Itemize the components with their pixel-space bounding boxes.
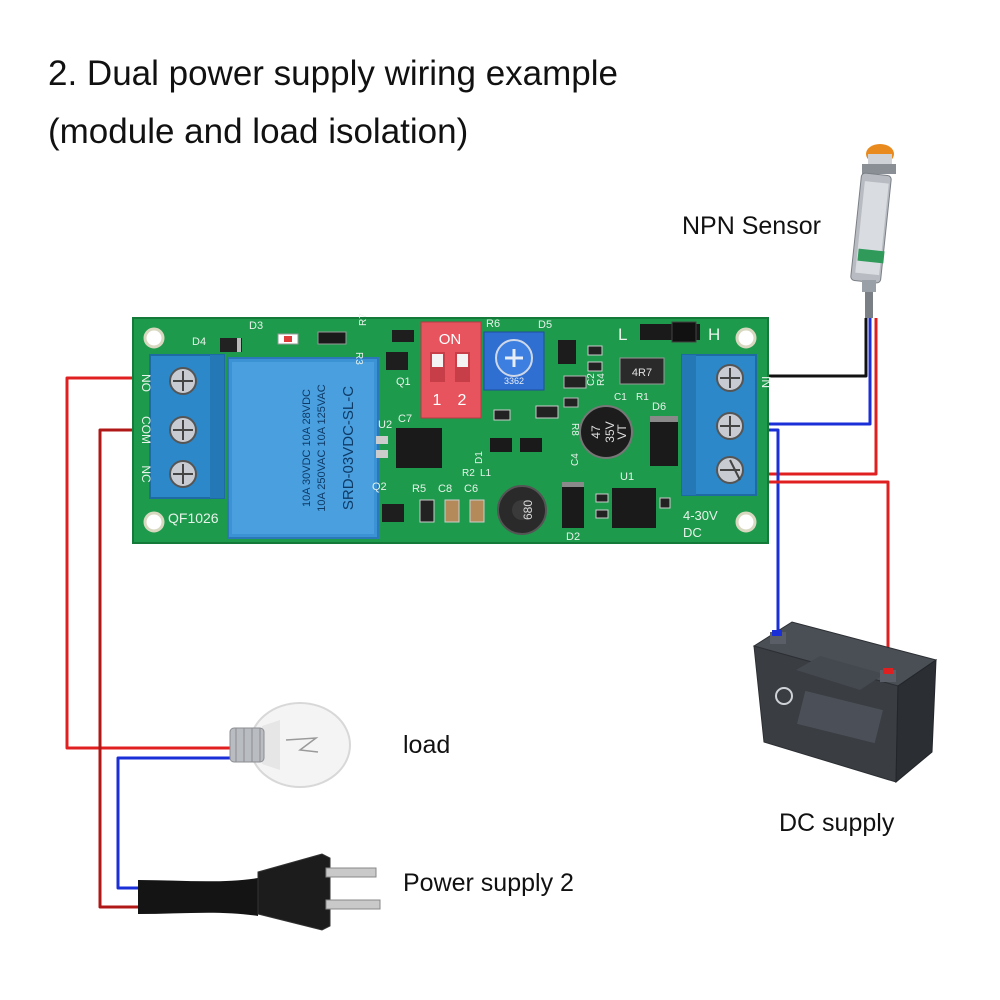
electrolytic-capacitor: 47 35V VT <box>579 405 633 459</box>
ref-c7: C7 <box>398 413 412 425</box>
ref-r3: R3 <box>353 352 364 365</box>
jumper-label-h: H <box>708 325 720 344</box>
ref-c6: C6 <box>464 483 478 495</box>
relay-module-board: NO COM NC QF1026 SRD-03VDC-SL-C 10A 250V… <box>132 313 773 544</box>
ref-c2: C2 <box>586 373 597 386</box>
inductor: 680 <box>497 485 547 535</box>
mount-hole <box>735 511 757 533</box>
terminal-label-com: COM <box>139 416 153 444</box>
cap-value: 47 <box>589 425 603 439</box>
relay-rating-1: 10A 250VAC 10A 125VAC <box>316 384 328 511</box>
ref-d2: D2 <box>566 531 580 543</box>
ref-u2: U2 <box>378 419 392 431</box>
mount-hole <box>143 511 165 533</box>
plug-icon <box>138 853 381 931</box>
ref-d1: D1 <box>474 451 485 464</box>
sensor-label: NPN Sensor <box>682 212 821 240</box>
ref-d6: D6 <box>652 401 666 413</box>
wire-sensor-red <box>738 318 878 476</box>
wire-load-to-plug <box>116 756 232 890</box>
wire-sensor-blue <box>738 318 872 426</box>
terminal-label-no: NO <box>139 374 153 392</box>
left-terminal-block: NO COM NC <box>139 354 225 499</box>
relay: SRD-03VDC-SL-C 10A 250VAC 10A 125VAC 10A… <box>227 357 379 539</box>
ref-l1: L1 <box>480 468 492 479</box>
dip-1-label: 1 <box>433 392 442 409</box>
mount-hole <box>735 327 757 349</box>
voltage-type-label: DC <box>683 525 702 540</box>
diagram-title-line1: 2. Dual power supply wiring example <box>48 54 618 93</box>
power-supply-label: Power supply 2 <box>403 869 574 897</box>
dip-2-label: 2 <box>458 392 467 409</box>
jumper-cap <box>671 321 697 343</box>
ref-d5: D5 <box>538 319 552 331</box>
ref-r2: R2 <box>462 468 475 479</box>
diode-d6 <box>650 416 678 466</box>
battery-icon <box>752 621 938 784</box>
dip-switch: ON 1 2 <box>420 321 482 419</box>
ref-r4: R4 <box>596 373 607 386</box>
lamp-icon <box>229 702 351 788</box>
ref-c1: C1 <box>614 392 627 403</box>
ref-q1: Q1 <box>396 376 411 388</box>
ref-u1: U1 <box>620 471 634 483</box>
relay-rating-2: 10A 30VDC 10A 28VDC <box>301 389 313 507</box>
diagram-title-line2: (module and load isolation) <box>48 112 469 151</box>
ic-u1 <box>612 488 656 528</box>
ref-r6: R6 <box>486 318 500 330</box>
ref-r7: R7 <box>358 313 369 326</box>
inductor-code: 680 <box>521 500 535 520</box>
dip-on-label: ON <box>439 331 462 348</box>
ref-q2: Q2 <box>372 481 387 493</box>
ref-c4: C4 <box>570 453 581 466</box>
ref-d4: D4 <box>192 336 206 348</box>
resistor-code: 4R7 <box>632 367 652 379</box>
resistor <box>317 331 347 345</box>
ref-c8: C8 <box>438 483 452 495</box>
recycle-icon <box>775 687 793 705</box>
load-label: load <box>403 731 451 759</box>
wires <box>65 318 890 909</box>
potentiometer: 3362 <box>483 331 545 391</box>
diode-d4 <box>220 338 242 352</box>
relay-model-text: SRD-03VDC-SL-C <box>340 386 357 510</box>
terminal-label-in: IN <box>759 376 773 388</box>
ref-d3: D3 <box>249 320 263 332</box>
npn-sensor <box>850 144 896 318</box>
diode-d2 <box>562 482 584 528</box>
wire-battery-positive <box>738 480 890 680</box>
power-resistor <box>619 357 665 385</box>
wire-no-to-load <box>65 376 232 750</box>
transistor-q2 <box>382 504 404 522</box>
transistor-q1 <box>386 352 408 370</box>
cap-brand: VT <box>615 424 629 440</box>
dc-supply-label: DC supply <box>779 809 895 837</box>
ref-r5: R5 <box>412 483 426 495</box>
ref-r1: R1 <box>636 392 649 403</box>
board-model-label: QF1026 <box>168 510 219 526</box>
cap-voltage: 35V <box>603 421 617 442</box>
ic-u2 <box>396 428 442 468</box>
diode-d5 <box>558 340 576 364</box>
pot-code: 3362 <box>504 376 524 386</box>
terminal-label-nc: NC <box>139 465 153 483</box>
right-terminal-block: IN <box>681 354 773 496</box>
jumper-label-l: L <box>618 325 627 344</box>
ref-r8: R8 <box>569 423 580 436</box>
voltage-range-label: 4-30V <box>683 508 718 523</box>
wire-sensor-black <box>738 318 868 378</box>
mount-hole <box>143 327 165 349</box>
